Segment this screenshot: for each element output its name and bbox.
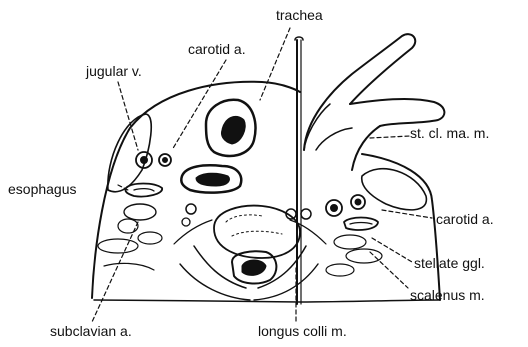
longus-colli-left — [186, 204, 196, 214]
esophagus-shape — [125, 184, 162, 197]
label-st-cl-ma-m: st. cl. ma. m. — [410, 126, 489, 140]
leader-lines — [92, 28, 432, 322]
label-trachea: trachea — [276, 8, 323, 22]
label-esophagus: esophagus — [8, 182, 77, 196]
label-subclavian-a: subclavian a. — [50, 324, 132, 338]
label-jugular-v: jugular v. — [86, 64, 142, 78]
label-scalenus-m: scalenus m. — [410, 288, 485, 302]
label-longus-colli-m: longus colli m. — [258, 324, 347, 338]
retractor-hand — [304, 34, 415, 150]
vertebra — [214, 206, 300, 258]
label-stellate-ggl: stellate ggl. — [414, 256, 485, 270]
label-carotid-a-right: carotid a. — [436, 212, 494, 226]
label-carotid-a-left: carotid a. — [188, 42, 246, 56]
